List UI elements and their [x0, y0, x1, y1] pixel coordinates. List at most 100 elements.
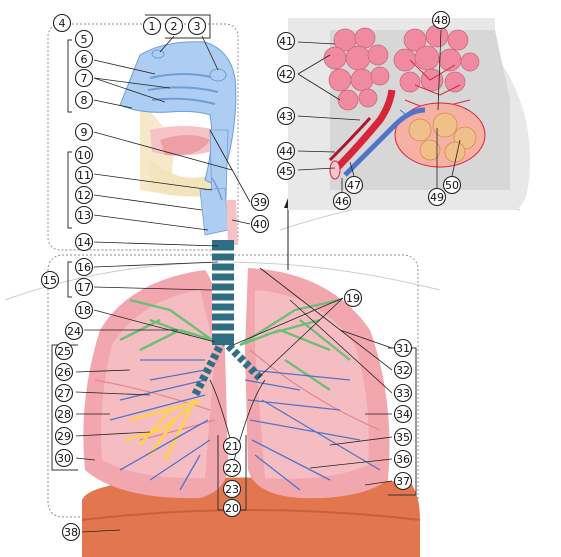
label-circle	[54, 341, 74, 361]
label-number: 22	[225, 462, 239, 475]
label-marker-50: 50	[442, 175, 462, 195]
label-circle	[54, 362, 74, 382]
leader-19	[232, 297, 344, 379]
label-marker-14: 14	[74, 232, 94, 252]
alveolar-sac-right	[393, 24, 480, 93]
label-marker-23: 23	[222, 479, 242, 499]
label-number: 7	[81, 72, 88, 85]
label-circle	[74, 300, 94, 320]
label-number: 40	[253, 218, 267, 231]
label-marker-33: 33	[393, 383, 413, 403]
label-marker-3: 3	[187, 16, 207, 36]
leader-33	[289, 299, 393, 394]
label-marker-16: 16	[74, 257, 94, 277]
label-marker-4: 4	[52, 13, 72, 33]
label-number: 2	[171, 20, 178, 33]
leader-41	[297, 41, 336, 45]
label-number: 26	[57, 366, 71, 379]
label-marker-39: 39	[250, 192, 270, 212]
leader-38	[81, 529, 121, 533]
label-number: 49	[430, 191, 444, 204]
label-number: 14	[77, 236, 91, 249]
label-marker-44: 44	[276, 141, 296, 161]
label-marker-46: 46	[332, 191, 352, 211]
upper-tract-box	[47, 23, 239, 251]
label-circle	[393, 404, 413, 424]
bronchiole-opening	[329, 160, 341, 180]
label-marker-34: 34	[393, 404, 413, 424]
leader-3	[201, 35, 219, 71]
leader-14	[93, 241, 219, 247]
alveolar-sac-left	[323, 27, 390, 111]
label-circle	[393, 427, 413, 447]
label-number: 9	[81, 126, 88, 139]
label-circle	[74, 122, 94, 142]
label-circle	[250, 192, 270, 212]
left-lung-inner	[255, 290, 369, 479]
leader-27	[75, 391, 151, 396]
label-number: 35	[396, 431, 410, 444]
label-circle	[74, 277, 94, 297]
label-number: 18	[77, 304, 91, 317]
bracket-upper-5-8	[67, 39, 72, 113]
label-marker-41: 41	[276, 31, 296, 51]
label-circle	[442, 175, 462, 195]
label-number: 46	[335, 195, 349, 208]
label-marker-7: 7	[74, 68, 94, 88]
label-circle	[74, 29, 94, 49]
label-circle	[276, 161, 296, 181]
leader-32	[259, 267, 393, 371]
label-circle	[187, 16, 207, 36]
label-circle	[393, 471, 413, 491]
label-number: 19	[346, 292, 360, 305]
label-marker-12: 12	[74, 185, 94, 205]
label-marker-2: 2	[164, 16, 184, 36]
label-circle	[343, 288, 363, 308]
label-circle	[74, 205, 94, 225]
label-marker-30: 30	[54, 448, 74, 468]
label-number: 43	[279, 110, 293, 123]
vessels-blue-right	[109, 359, 211, 491]
label-marker-13: 13	[74, 205, 94, 225]
label-number: 15	[43, 274, 57, 287]
label-circle	[276, 141, 296, 161]
leader-9	[93, 131, 233, 171]
label-marker-5: 5	[74, 29, 94, 49]
capillary-network	[404, 59, 481, 126]
tongue	[160, 135, 210, 156]
label-marker-28: 28	[54, 404, 74, 424]
bronchi-green-left	[239, 298, 351, 391]
esophagus	[226, 200, 238, 245]
label-number: 1	[149, 20, 156, 33]
label-marker-35: 35	[393, 427, 413, 447]
label-circle	[276, 31, 296, 51]
bracket-10-13	[67, 151, 72, 229]
label-marker-32: 32	[393, 360, 413, 380]
right-lung-inner	[101, 290, 215, 479]
pulmonary-artery	[328, 116, 372, 162]
label-marker-25: 25	[54, 341, 74, 361]
label-number: 38	[64, 526, 78, 539]
label-number: 20	[225, 502, 239, 515]
leader-35	[329, 436, 393, 446]
leader-16	[93, 261, 219, 268]
label-number: 30	[57, 452, 71, 465]
label-marker-10: 10	[74, 145, 94, 165]
label-circle	[74, 257, 94, 277]
label-circle	[393, 360, 413, 380]
label-marker-24: 24	[64, 321, 84, 341]
fissure-left	[249, 349, 381, 431]
label-circle	[52, 13, 72, 33]
label-marker-37: 37	[393, 471, 413, 491]
leader-11	[93, 173, 213, 191]
label-marker-40: 40	[250, 214, 270, 234]
bracket-1-3	[145, 14, 211, 39]
main-bronchi	[191, 337, 265, 397]
lower-tract-box	[47, 254, 419, 518]
leader-36	[309, 458, 393, 469]
label-circle	[393, 449, 413, 469]
label-marker-6: 6	[74, 49, 94, 69]
label-number: 47	[347, 179, 361, 192]
label-number: 5	[81, 33, 88, 46]
label-number: 44	[279, 145, 293, 158]
